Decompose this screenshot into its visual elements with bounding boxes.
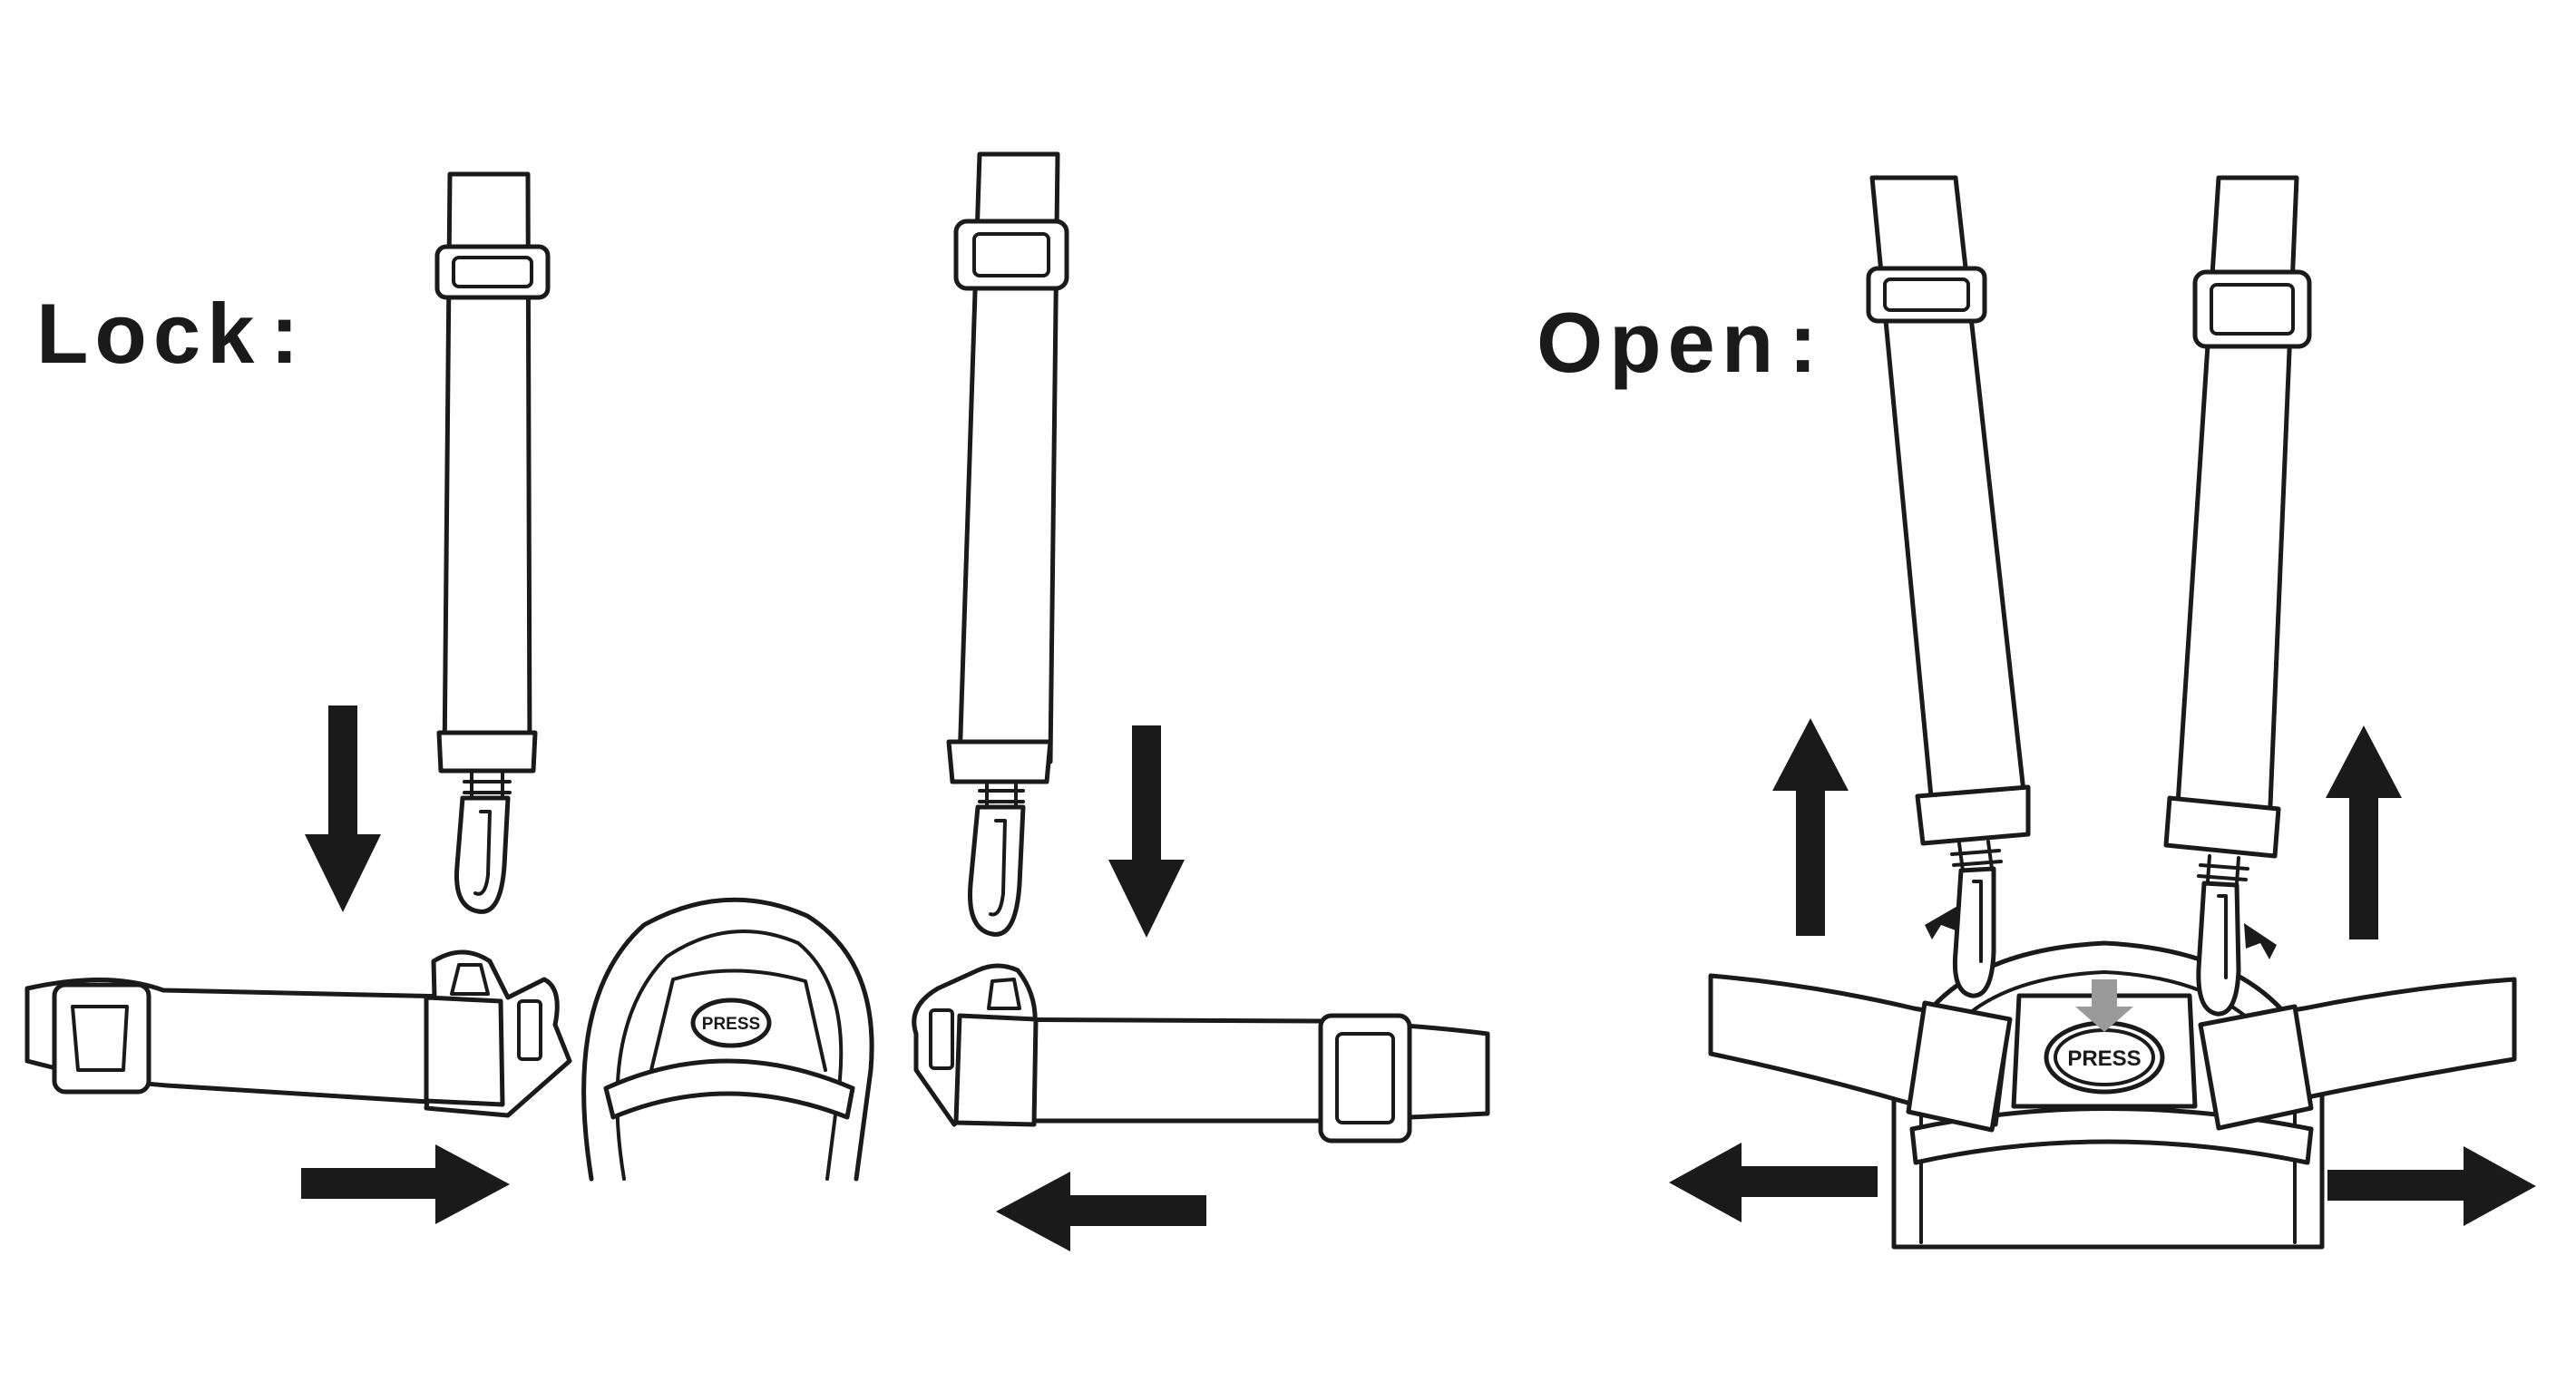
lock-left-strap-tab xyxy=(436,730,538,774)
lock-heading-colon: : xyxy=(270,286,305,381)
lock-center-buckle: PRESS xyxy=(581,897,874,1182)
open-right-strap-tab xyxy=(2163,795,2281,859)
open-press-down-arrow xyxy=(2075,979,2133,1032)
open-left-buckle-tongue xyxy=(1906,1000,2013,1133)
lock-right-strap-tab xyxy=(946,739,1053,784)
lock-right-waist-strap xyxy=(912,963,1490,1144)
lock-left-down-arrow xyxy=(305,706,381,912)
open-pull-right-arrow xyxy=(2327,1146,2536,1226)
open-right-strap-slider xyxy=(2192,269,2312,349)
open-left-snap-hook xyxy=(1952,866,1996,998)
open-left-squeeze-arrow xyxy=(1925,905,1959,939)
lock-right-shoulder-strap xyxy=(946,151,1069,937)
open-right-shoulder-strap xyxy=(2163,175,2312,1017)
lock-press-button xyxy=(690,998,772,1048)
lock-right-waist-slider xyxy=(1318,1013,1412,1144)
open-right-waist-strap xyxy=(2198,977,2517,1131)
lock-panel: Lock : xyxy=(24,151,1490,1251)
lock-press-label: PRESS xyxy=(702,1015,760,1034)
open-heading-colon: : xyxy=(1789,295,1823,390)
open-right-snap-hook xyxy=(2196,881,2241,1017)
lock-push-left-arrow xyxy=(996,1172,1206,1251)
lock-left-shoulder-strap xyxy=(434,171,551,914)
open-pull-left-arrow xyxy=(1669,1143,1878,1222)
lock-heading: Lock xyxy=(36,286,260,381)
open-left-waist-strap xyxy=(1708,973,2013,1133)
open-heading: Open xyxy=(1537,295,1780,390)
open-panel: Open : PRESS xyxy=(1537,175,2536,1250)
lock-right-strap-slider xyxy=(953,219,1069,291)
open-right-squeeze-arrow xyxy=(2244,923,2277,959)
lock-right-snap-hook xyxy=(968,804,1026,937)
open-press-label: PRESS xyxy=(2067,1046,2141,1071)
lock-left-waist-slider xyxy=(52,982,151,1095)
open-left-up-arrow xyxy=(1772,718,1849,936)
open-right-buckle-tongue xyxy=(2198,1004,2314,1131)
lock-right-down-arrow xyxy=(1108,725,1185,938)
open-left-shoulder-strap xyxy=(1866,175,2031,998)
open-left-strap-tab xyxy=(1915,784,2031,846)
lock-left-snap-hook xyxy=(454,795,511,914)
open-right-up-arrow xyxy=(2326,725,2402,939)
lock-push-right-arrow xyxy=(301,1144,510,1224)
lock-left-waist-strap xyxy=(24,949,572,1118)
open-left-strap-slider xyxy=(1866,266,1987,324)
